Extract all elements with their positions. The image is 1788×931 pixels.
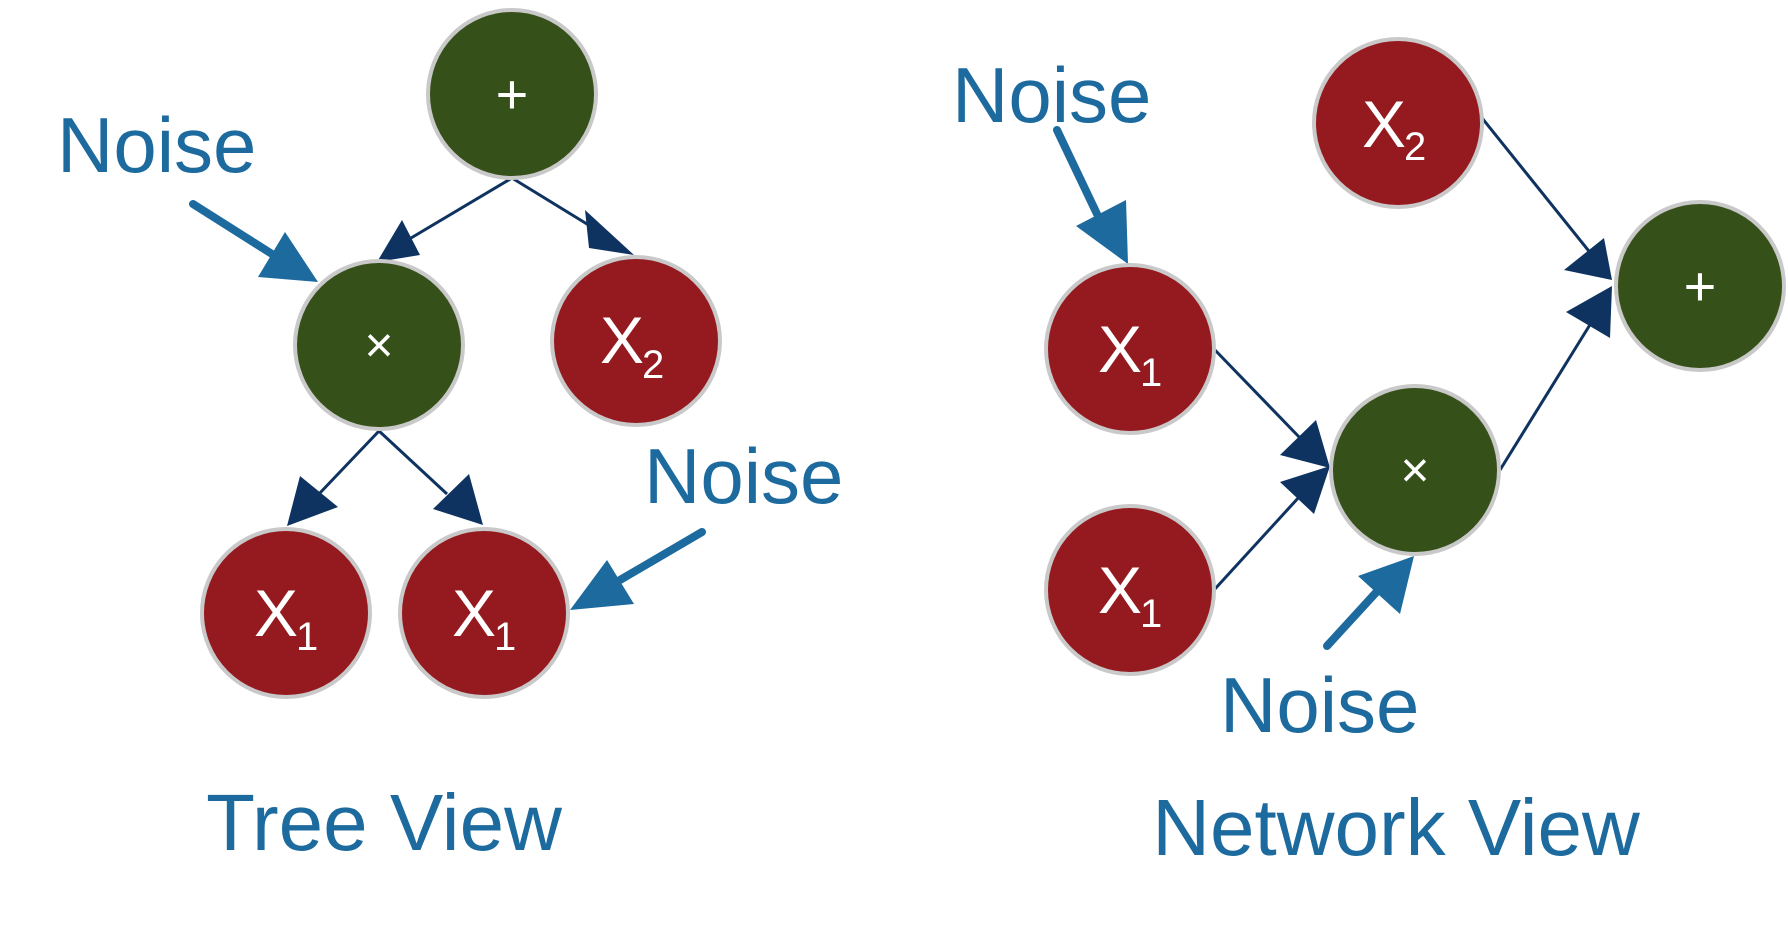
operator-circle xyxy=(426,8,598,180)
noise-arrow-net-bottom-shaft xyxy=(1323,582,1386,650)
variable-label: X xyxy=(600,303,644,377)
variable-circle xyxy=(1044,263,1216,435)
noise-label-network-top: Noise xyxy=(952,51,1151,139)
network-node-x1b: X 1 xyxy=(1044,504,1216,676)
noise-arrow-net-bottom-head xyxy=(1358,556,1414,614)
tree-node-times: × xyxy=(293,259,465,431)
variable-label: X xyxy=(1098,553,1142,627)
variable-circle xyxy=(1044,504,1216,676)
variable-label: X xyxy=(1098,312,1142,386)
noise-label-tree-right: Noise xyxy=(644,432,843,520)
variable-subscript: 1 xyxy=(1140,592,1162,636)
arrowhead-x2-to-plus xyxy=(1564,238,1612,280)
network-view-title: Network View xyxy=(1152,783,1640,872)
arrowhead-x1a-to-times xyxy=(1280,420,1330,468)
edge-times-to-x1a xyxy=(316,429,381,497)
operator-circle xyxy=(1329,384,1501,556)
network-edges xyxy=(1212,117,1612,592)
variable-label: X xyxy=(452,576,496,650)
operator-circle xyxy=(293,259,465,431)
arrowhead-times-to-plus xyxy=(1566,286,1612,338)
arrowhead-plus-to-times xyxy=(377,220,420,262)
network-node-plus: + xyxy=(1614,200,1786,372)
edge-plus-to-times xyxy=(410,176,513,240)
tree-view-title: Tree View xyxy=(206,778,562,867)
tree-node-x1a: X 1 xyxy=(200,527,372,699)
noise-arrow-right-shaft xyxy=(616,528,706,584)
variable-circle xyxy=(200,527,372,699)
variable-subscript: 2 xyxy=(1404,125,1426,169)
arrowhead-times-to-x1b xyxy=(433,474,483,525)
network-node-x1a: X 1 xyxy=(1044,263,1216,435)
noise-arrow-net-top-head xyxy=(1076,200,1128,264)
variable-circle xyxy=(550,255,722,427)
arrowhead-x1b-to-times xyxy=(1280,466,1330,514)
edge-x1b-to-times xyxy=(1212,494,1302,592)
variable-subscript: 1 xyxy=(296,615,318,659)
noise-arrow-top-shaft xyxy=(189,200,276,258)
tree-edges xyxy=(287,176,634,526)
variable-circle xyxy=(1312,37,1484,209)
edge-times-to-x1b xyxy=(377,429,449,496)
tree-node-x1b: X 1 xyxy=(398,527,570,699)
edge-x1a-to-times xyxy=(1212,347,1304,442)
tree-node-plus: + xyxy=(426,8,598,180)
operator-label: × xyxy=(364,317,393,373)
noise-arrow-net-top-shaft xyxy=(1053,126,1101,218)
tree-view: + × X 2 X 1 X 1 Noise Noise Tree View xyxy=(57,8,843,867)
operator-label: × xyxy=(1400,442,1429,498)
noise-arrow-top-head xyxy=(258,232,318,282)
variable-label: X xyxy=(1362,87,1406,161)
noise-arrow-right-head xyxy=(570,560,634,610)
network-node-x2: X 2 xyxy=(1312,37,1484,209)
variable-subscript: 2 xyxy=(642,343,664,387)
variable-subscript: 1 xyxy=(1140,351,1162,395)
variable-label: X xyxy=(254,576,298,650)
operator-circle xyxy=(1614,200,1786,372)
noise-label-network-bottom: Noise xyxy=(1220,661,1419,749)
network-view: X 2 + X 1 X 1 × Noise Noise Network View xyxy=(952,37,1786,872)
edge-times-to-plus xyxy=(1498,314,1598,471)
noise-label-tree-top: Noise xyxy=(57,101,256,189)
edge-plus-to-x2 xyxy=(511,176,601,234)
edge-x2-to-plus xyxy=(1480,117,1594,256)
tree-node-x2: X 2 xyxy=(550,255,722,427)
network-noise-arrows xyxy=(1053,126,1414,650)
variable-circle xyxy=(398,527,570,699)
network-node-times: × xyxy=(1329,384,1501,556)
variable-subscript: 1 xyxy=(494,615,516,659)
operator-label: + xyxy=(1684,255,1717,318)
tree-noise-arrows xyxy=(189,200,706,610)
arrowhead-plus-to-x2 xyxy=(585,210,634,255)
arrowhead-times-to-x1a xyxy=(287,476,338,526)
operator-label: + xyxy=(496,63,529,126)
